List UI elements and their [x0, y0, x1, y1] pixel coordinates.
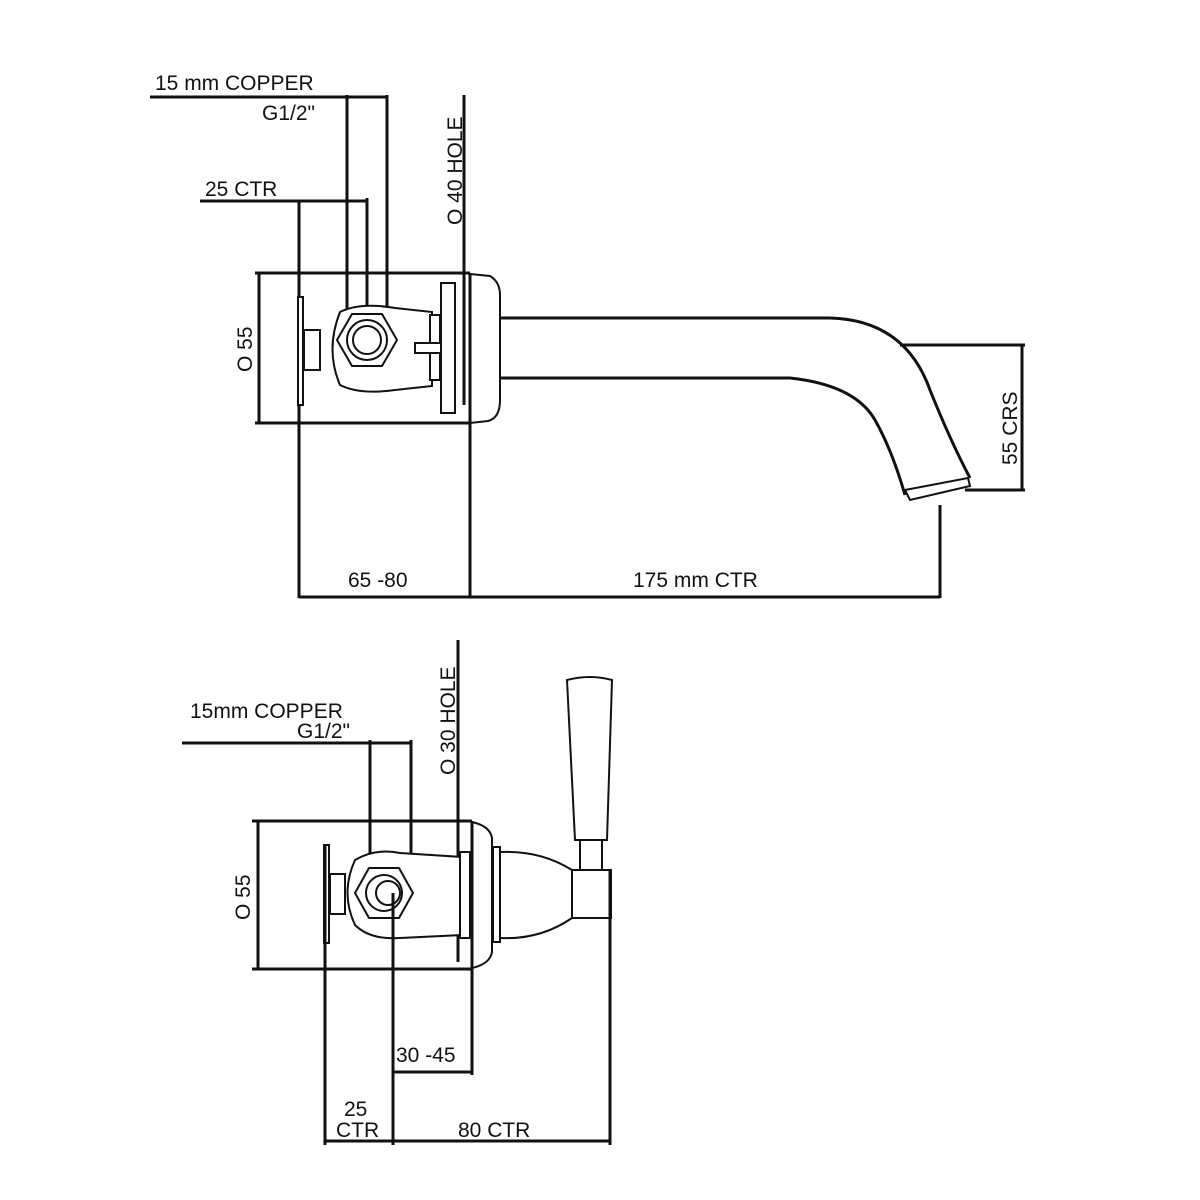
- ctr-label: 25 CTR: [205, 178, 277, 201]
- escutcheon: [471, 821, 493, 969]
- spout-ctr-label: 175 mm CTR: [633, 569, 758, 592]
- pipe-label: 15mm COPPER: [190, 700, 343, 723]
- aerator: [903, 476, 972, 502]
- spout-top: [500, 316, 972, 479]
- pipe-inner: [352, 325, 382, 355]
- hole-label: O 40 HOLE: [444, 116, 467, 225]
- spout-bottom: [500, 376, 907, 496]
- diameter-label: O 55: [234, 326, 257, 372]
- lever-hub: [571, 869, 612, 919]
- wall-depth-label: 65 -80: [348, 569, 408, 592]
- thread-label: G1/2": [262, 102, 315, 125]
- ctr-small-unit: CTR: [336, 1119, 379, 1142]
- nut: [303, 329, 321, 371]
- lever-neck: [579, 839, 603, 871]
- thread-label: G1/2": [297, 720, 350, 743]
- lever-handle: [565, 676, 614, 841]
- flange: [459, 851, 471, 939]
- flange: [440, 282, 456, 414]
- escutcheon: [469, 273, 501, 424]
- wall-depth-label: 30 -45: [396, 1044, 456, 1067]
- nut: [329, 873, 346, 915]
- bonnet: [499, 850, 573, 940]
- ctr-small-value: 25: [344, 1098, 367, 1121]
- diameter-label: O 55: [232, 874, 255, 920]
- pipe-outer: [365, 874, 403, 912]
- ctr-label: 80 CTR: [458, 1119, 530, 1142]
- spout-height-label: 55 CRS: [999, 391, 1022, 465]
- pipe-label: 15 mm COPPER: [155, 72, 314, 95]
- valve-drawing: 15mm COPPER G1/2" O 30 HOLE O 55 30 -45 …: [182, 640, 614, 1145]
- spout-drawing: 15 mm COPPER G1/2" 25 CTR O 40 HOLE O 55: [150, 72, 1025, 599]
- backplate: [297, 296, 304, 406]
- hole-label: O 30 HOLE: [437, 666, 460, 775]
- pipe-inner: [375, 880, 401, 906]
- collar: [492, 846, 501, 943]
